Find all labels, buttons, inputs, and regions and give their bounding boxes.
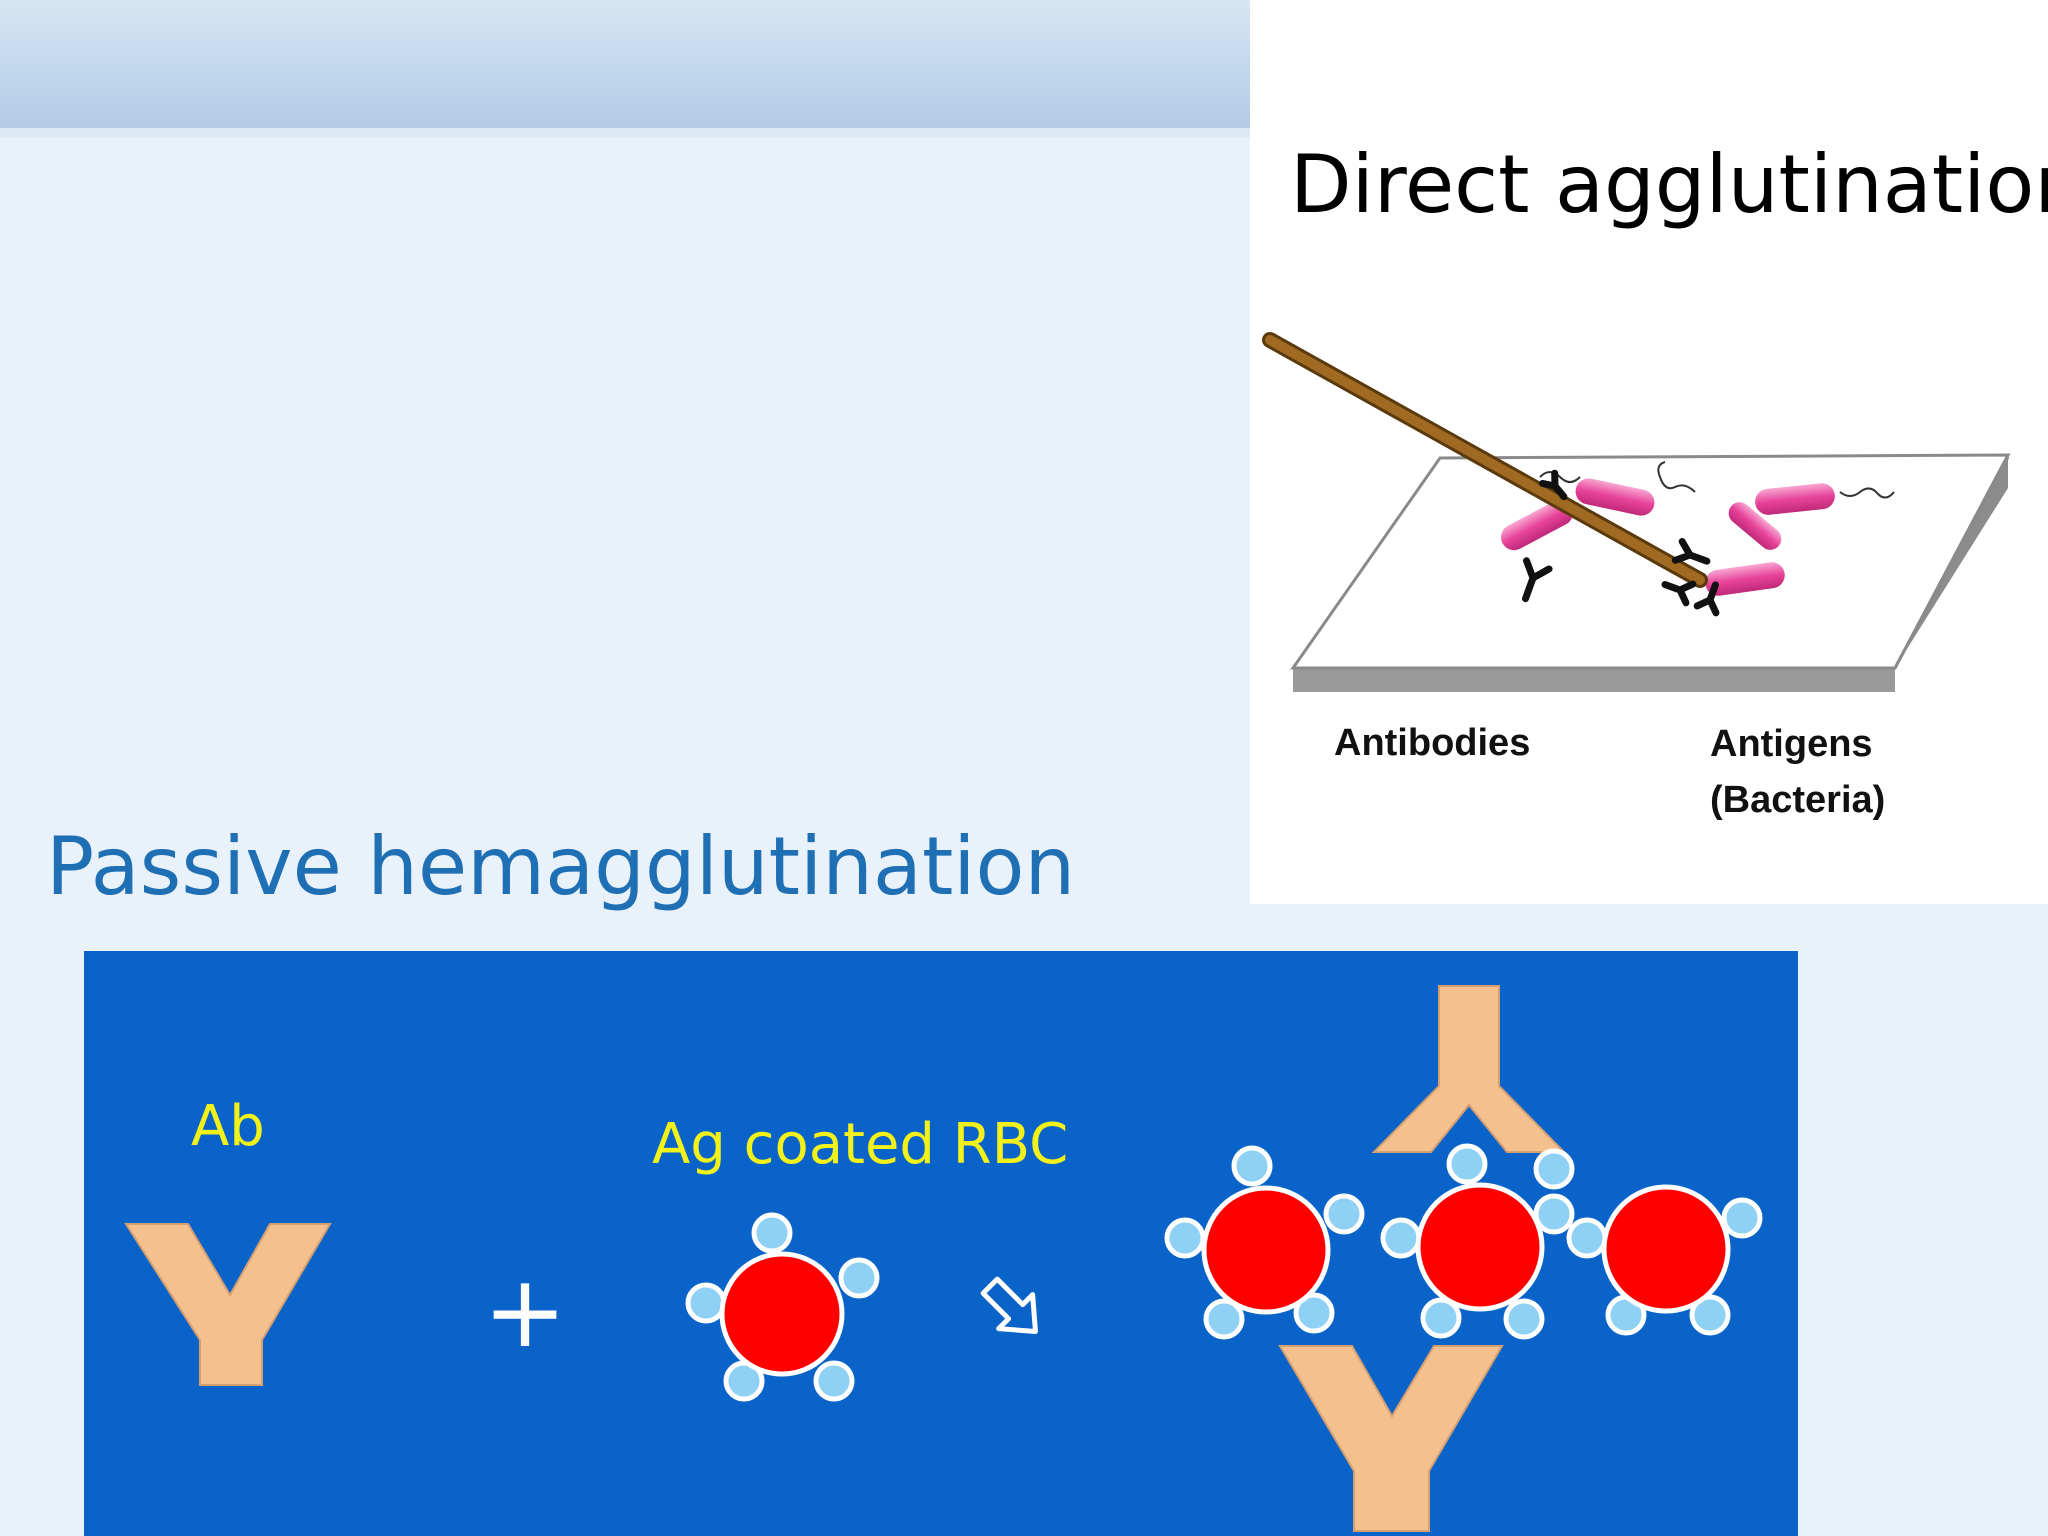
header-band	[0, 0, 1250, 128]
red-blood-cell	[1201, 1185, 1331, 1315]
antibodies-group	[1521, 469, 1720, 617]
agglutination-complex	[1164, 985, 1763, 1532]
red-blood-cell	[1415, 1182, 1545, 1312]
passive-hemagglutination-diagram: Ab Ag coated RBC +	[84, 951, 1798, 1536]
bacteria-label: (Bacteria)	[1710, 779, 1885, 821]
direct-agglutination-illustration: Antibodies Antigens (Bacteria)	[1262, 332, 2011, 821]
plus-sign: +	[483, 1253, 567, 1370]
bacterium	[1755, 483, 1835, 515]
direct-agglutination-title: Direct agglutination	[1290, 138, 2048, 231]
antigen-coated-rbc	[685, 1212, 880, 1402]
ag-coated-rbc-label: Ag coated RBC	[652, 1112, 1068, 1177]
red-blood-cell	[1601, 1184, 1731, 1314]
bacteria-group	[1501, 461, 1895, 596]
bacterium	[1501, 499, 1573, 551]
ab-label: Ab	[191, 1094, 265, 1159]
bacterium	[1728, 502, 1782, 550]
reaction-arrow-icon	[980, 1276, 1038, 1334]
header-underline	[0, 128, 1250, 138]
passive-hemagglutination-illustration: Ab Ag coated RBC +	[124, 985, 1763, 1532]
antigens-label: Antigens	[1710, 723, 1873, 765]
antibody-y-shape	[124, 1223, 332, 1386]
passive-hemagglutination-title: Passive hemagglutination	[46, 820, 1076, 913]
antibody-y-shape	[1371, 985, 1567, 1153]
antibodies-label: Antibodies	[1334, 722, 1530, 764]
bacterium	[1575, 478, 1655, 516]
bacterium	[1705, 562, 1785, 596]
antibody-y-shape	[1278, 1345, 1504, 1532]
direct-agglutination-panel: Direct agglutination	[1250, 0, 2048, 904]
